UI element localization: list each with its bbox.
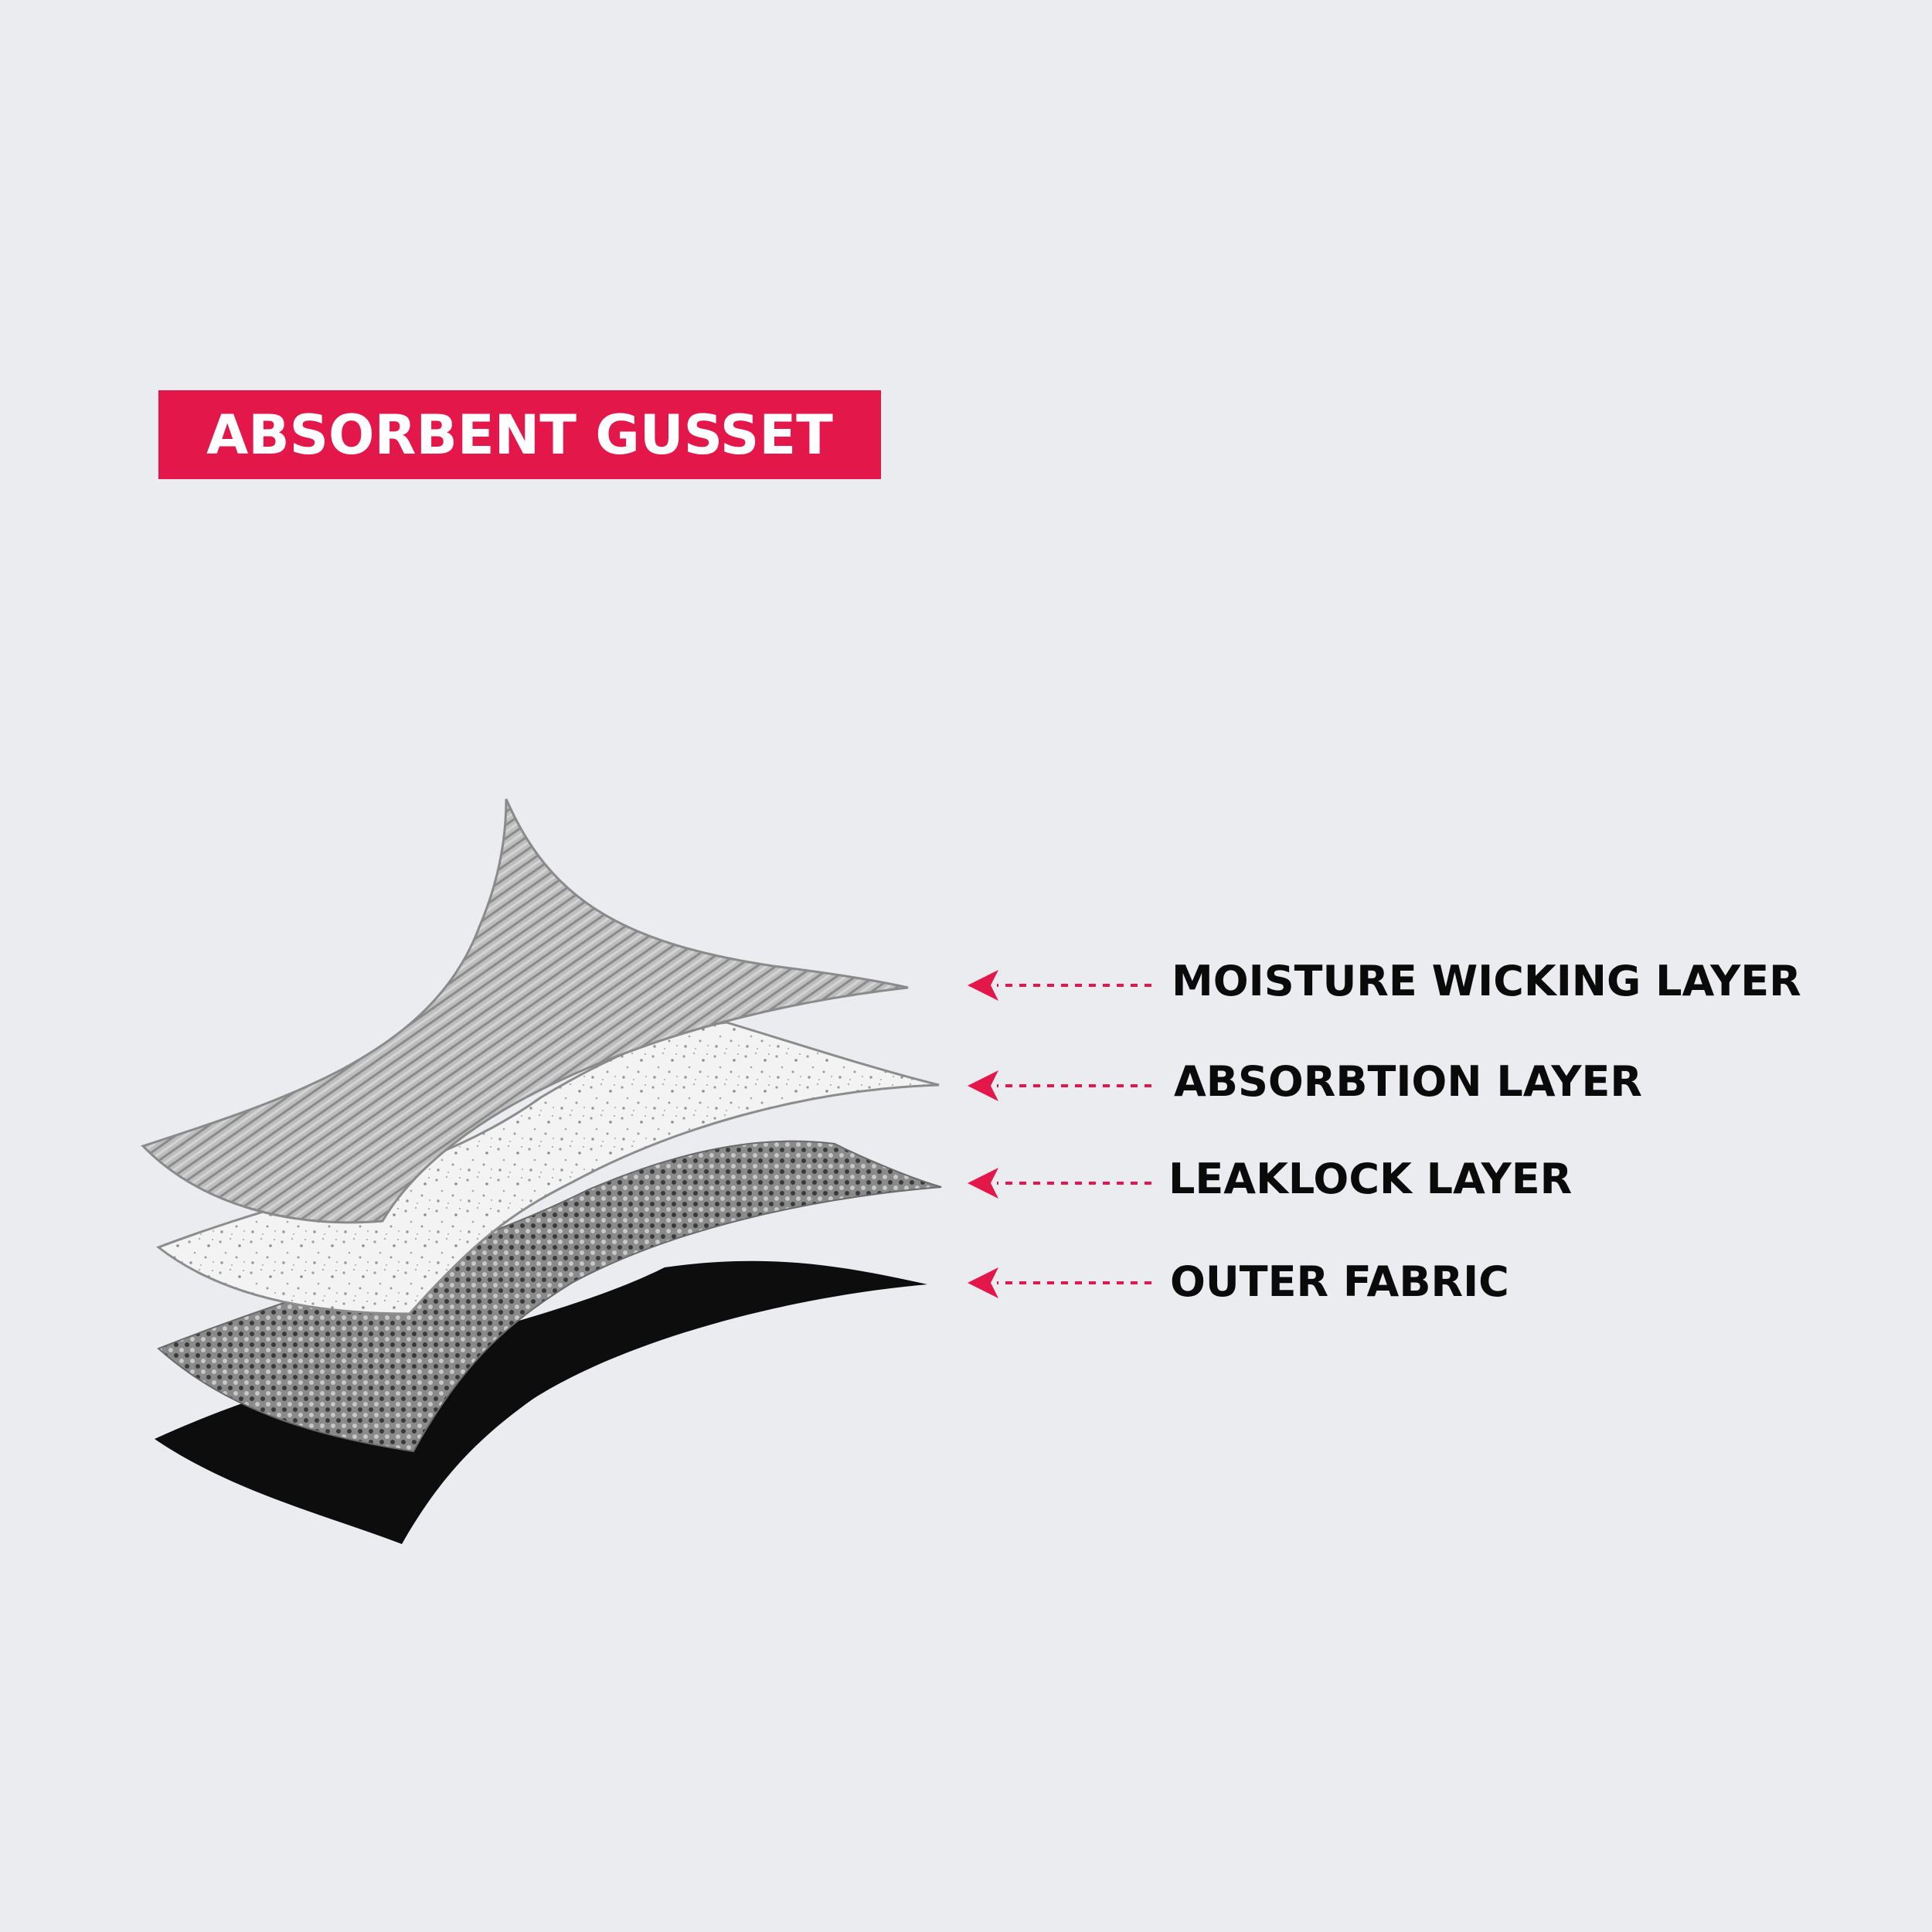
- label-leaklock: LEAKLOCK LAYER: [1168, 1155, 1573, 1203]
- label-absorption: ABSORBTION LAYER: [1174, 1057, 1642, 1106]
- title-text: ABSORBENT GUSSET: [206, 403, 833, 467]
- label-moisture-wicking: MOISTURE WICKING LAYER: [1172, 957, 1801, 1005]
- absorption-layer: [155, 1021, 940, 1315]
- moisture-wicking-layer: [141, 798, 909, 1224]
- dashed-left-arrow-icon: [968, 1168, 998, 1199]
- label-outer-fabric: OUTER FABRIC: [1170, 1257, 1509, 1306]
- arrow-absorption: [968, 1070, 1151, 1101]
- leaklock-layer: [157, 1140, 942, 1453]
- title-badge: ABSORBENT GUSSET: [158, 390, 881, 479]
- arrow-outer-fabric: [968, 1267, 1151, 1298]
- dashed-left-arrow-icon: [968, 970, 998, 1001]
- outer-fabric-layer: [155, 1260, 927, 1544]
- dashed-left-arrow-icon: [968, 1267, 998, 1298]
- arrow-leaklock: [968, 1168, 1151, 1199]
- arrow-moisture-wicking: [968, 970, 1151, 1001]
- dashed-left-arrow-icon: [968, 1070, 998, 1101]
